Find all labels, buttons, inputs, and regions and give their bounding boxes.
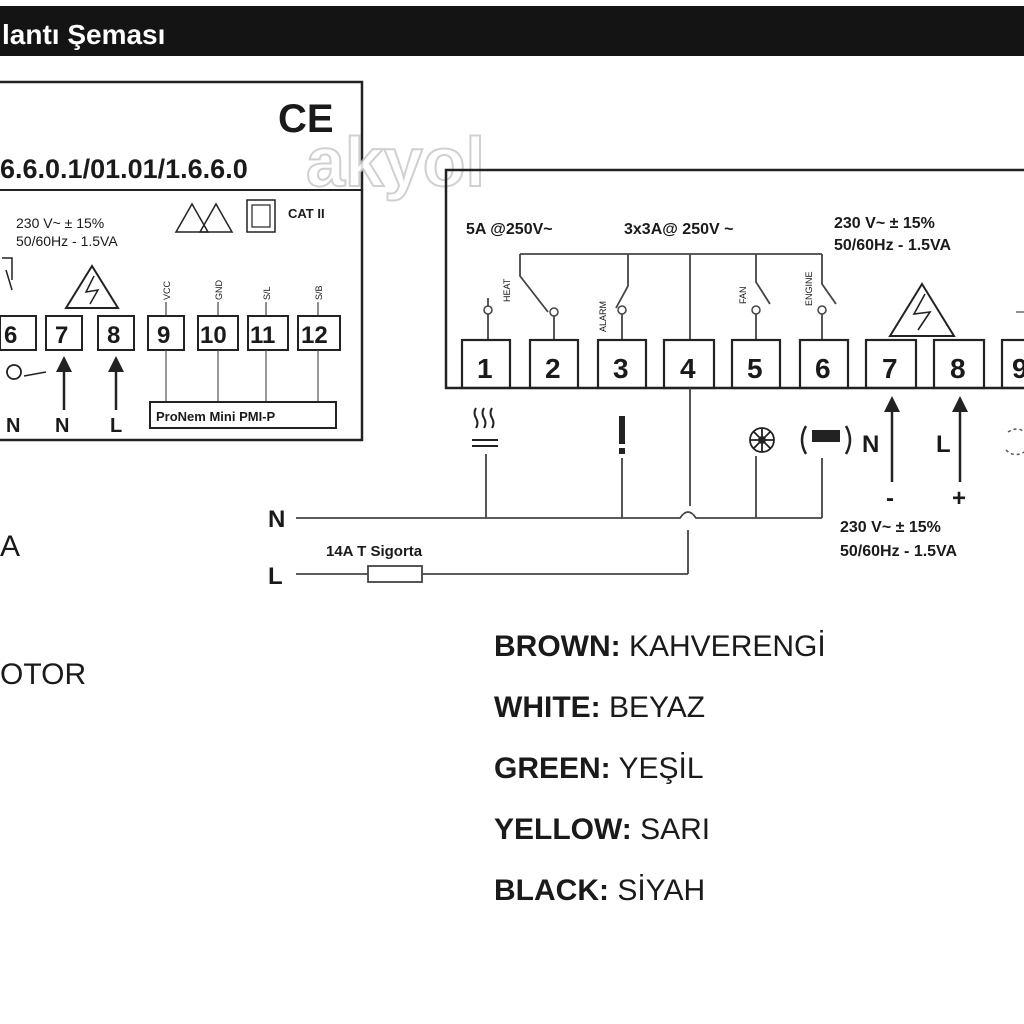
relay-label-fan: FAN <box>738 286 748 304</box>
right-terminal-9: 9 <box>1012 353 1024 384</box>
right-terminal-1: 1 <box>477 353 493 384</box>
warning-triangle-icon <box>174 202 210 233</box>
watermark: akyol <box>306 123 485 201</box>
warning-triangle-icon <box>198 202 234 233</box>
mains-wiring: N L 14A T Sigorta <box>268 388 823 590</box>
supply-label-n: N <box>862 431 879 458</box>
right-supply-line2: 50/60Hz - 1.5VA <box>834 237 952 254</box>
supply-arrows: N L - + 230 V~ ± 15% 50/60Hz - 1.5VA <box>840 396 968 560</box>
supply-label-l: L <box>936 431 951 458</box>
signal-label-gnd: GND <box>214 280 224 301</box>
legend-row: BROWN: KAHVERENGİ <box>494 630 826 663</box>
legend-row: BLACK: SİYAH <box>494 874 706 907</box>
supply-polarity-minus: - <box>886 485 894 512</box>
left-terminal-6: 6 <box>4 322 17 349</box>
mains-n-label: N <box>268 506 285 533</box>
sensor-icon <box>6 364 22 380</box>
left-rating-line1: 230 V~ ± 15% <box>16 215 104 231</box>
left-device-code: 6.6.0.1/01.01/1.6.6.0 <box>0 154 248 184</box>
right-terminal-8: 8 <box>950 353 966 384</box>
left-partial-text-otor: OTOR <box>0 658 87 691</box>
relay-label-heat: HEAT <box>502 278 512 302</box>
right-terminal-4: 4 <box>680 353 696 384</box>
arrow-up-icon <box>56 356 72 372</box>
color-legend: BROWN: KAHVERENGİ WHITE: BEYAZ GREEN: YE… <box>494 616 826 921</box>
right-terminal-7: 7 <box>882 353 898 384</box>
left-model: ProNem Mini PMI-P <box>156 409 276 424</box>
left-rating-line2: 50/60Hz - 1.5VA <box>16 233 118 249</box>
right-device: 5A @250V~ 3x3A@ 250V ~ 230 V~ ± 15% 50/6… <box>444 168 1024 390</box>
ce-mark: CE <box>278 97 334 141</box>
relay-rating-2: 3x3A@ 250V ~ <box>624 221 733 238</box>
left-terminal-11: 11 <box>250 322 275 349</box>
left-bottom-label-n1: N <box>6 415 20 437</box>
left-terminal-7: 7 <box>55 322 68 349</box>
relay-label-engine: ENGINE <box>804 271 814 306</box>
left-device: CE 6.6.0.1/01.01/1.6.6.0 230 V~ ± 15% 50… <box>0 80 364 442</box>
bottom-supply-line2: 50/60Hz - 1.5VA <box>840 543 958 560</box>
heater-icon <box>472 407 498 447</box>
arrow-up-icon <box>884 396 900 412</box>
mains-l-label: L <box>268 563 283 590</box>
right-terminal-3: 3 <box>613 353 629 384</box>
left-category: CAT II <box>288 206 325 221</box>
header-bar <box>0 6 1024 56</box>
left-terminal-strip: 6 7 8 9 10 11 12 <box>0 315 341 351</box>
legend-row: GREEN: YEŞİL <box>494 752 704 785</box>
fuse-icon <box>367 565 423 583</box>
left-bottom-label-l: L <box>110 415 122 437</box>
arrow-up-icon <box>952 396 968 412</box>
arrow-up-icon <box>108 356 124 372</box>
signal-label-vcc: VCC <box>162 280 172 300</box>
relay-label-alarm: ALARM <box>598 301 608 332</box>
signal-label-sb: S/B <box>314 285 324 300</box>
left-bottom-label-n2: N <box>55 415 69 437</box>
right-terminal-6: 6 <box>815 353 831 384</box>
fuse-label: 14A T Sigorta <box>326 543 423 560</box>
lightning-warning-icon <box>888 282 956 337</box>
right-terminal-strip: 1 2 3 4 5 6 7 8 9 <box>460 338 1024 390</box>
left-terminal-9: 9 <box>157 322 170 349</box>
relay-rating-1: 5A @250V~ <box>466 221 553 238</box>
legend-row: YELLOW: SARI <box>494 813 711 846</box>
right-supply-line1: 230 V~ ± 15% <box>834 215 935 232</box>
fan-icon <box>749 427 775 453</box>
partial-symbol-icon <box>1007 428 1024 433</box>
left-terminal-10: 10 <box>200 322 227 349</box>
double-insulation-icon <box>246 199 276 233</box>
bottom-supply-line1: 230 V~ ± 15% <box>840 519 941 536</box>
header-title: lantı Şeması <box>2 19 165 50</box>
legend-row: WHITE: BEYAZ <box>494 691 706 724</box>
alarm-icon <box>619 416 625 454</box>
load-symbols <box>472 407 1024 456</box>
compressor-icon <box>800 425 852 455</box>
left-partial-text-a: A <box>0 530 21 563</box>
left-terminal-12: 12 <box>301 322 328 349</box>
left-terminal-8: 8 <box>107 322 120 349</box>
right-terminal-5: 5 <box>747 353 763 384</box>
signal-label-sl: S/L <box>262 286 272 300</box>
supply-polarity-plus: + <box>952 485 966 512</box>
model-label-box <box>149 401 337 429</box>
lightning-warning-icon <box>64 264 120 309</box>
right-terminal-2: 2 <box>545 353 561 384</box>
